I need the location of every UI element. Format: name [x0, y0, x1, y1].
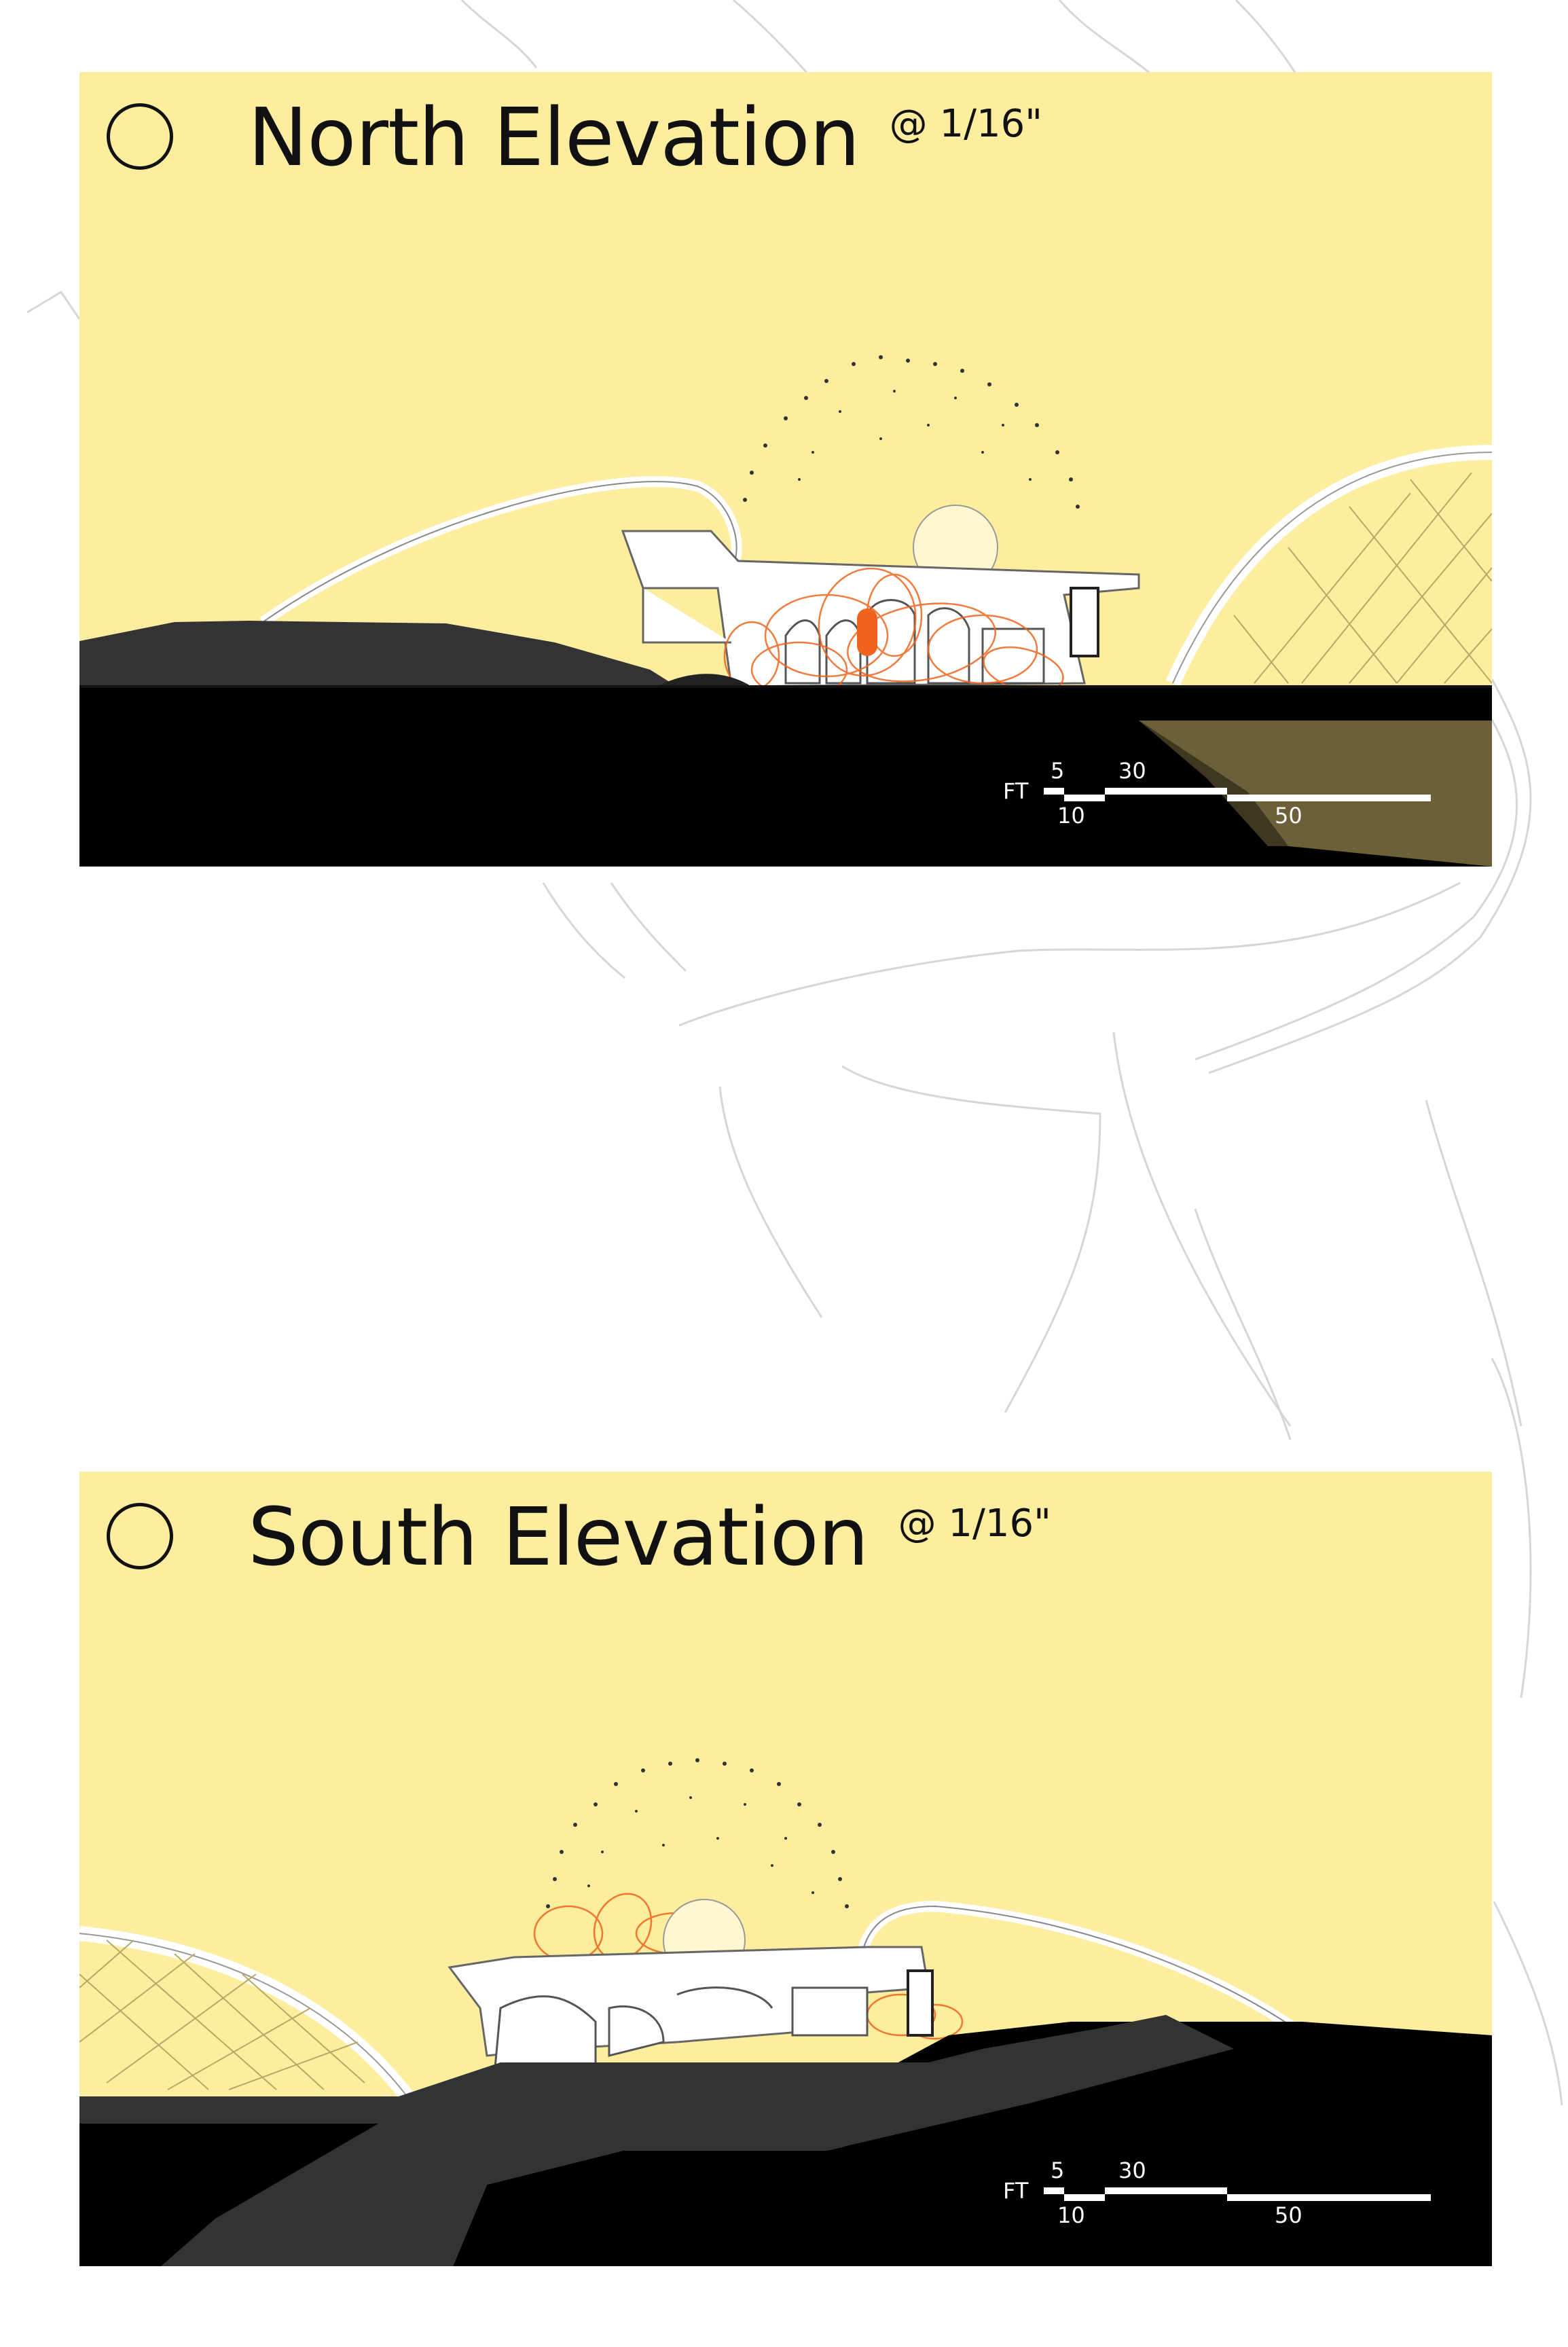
scale-bar-segment	[1044, 788, 1064, 795]
scale-bar-unit: FT	[1003, 2178, 1029, 2204]
building-mass	[621, 530, 1140, 688]
north-elevation-panel: North Elevation @ 1/16" FT 5 30 10 50	[79, 72, 1492, 867]
north-elevation-scale-note: @ 1/16"	[889, 102, 1042, 146]
circle-marker-icon	[107, 1503, 173, 1569]
north-elevation-title: North Elevation	[248, 90, 860, 184]
scale-bar-segment	[1105, 2187, 1227, 2194]
ground-band	[79, 2096, 419, 2124]
scale-bar-label-bottom: 10	[1057, 2202, 1085, 2228]
scale-bar-label-bottom: 50	[1275, 2202, 1302, 2228]
south-elevation-title: South Elevation	[248, 1490, 869, 1584]
scale-bar-segment	[1105, 788, 1227, 795]
dotted-dome	[546, 1758, 849, 1908]
scale-bar-label-bottom: 10	[1057, 803, 1085, 829]
north-elevation-header: North Elevation @ 1/16"	[107, 90, 1042, 198]
scale-bar-label-top: 30	[1118, 758, 1146, 784]
scale-bar-segment	[1064, 2194, 1105, 2201]
terrain-hill	[79, 621, 677, 687]
scale-bar-label-top: 5	[1051, 758, 1065, 784]
scale-bar-segment	[1227, 2194, 1431, 2201]
water-body	[1139, 721, 1492, 867]
dotted-dome	[743, 355, 1080, 509]
scale-bar-segment	[1044, 2187, 1064, 2194]
south-elevation-scale-note: @ 1/16"	[898, 1502, 1051, 1546]
south-elevation-panel: South Elevation @ 1/16" FT 5 30 10 50	[79, 1472, 1492, 2266]
south-elevation-header: South Elevation @ 1/16"	[107, 1489, 1051, 1598]
circle-marker-icon	[107, 103, 173, 170]
scale-bar-label-top: 5	[1051, 2158, 1065, 2183]
scale-bar-unit: FT	[1003, 778, 1029, 804]
lattice-arch-left	[79, 1926, 418, 2108]
lattice-arch-right	[1165, 445, 1492, 687]
building-mass	[432, 1946, 934, 2118]
scale-bar-segment	[1227, 795, 1431, 801]
scale-bar-label-bottom: 50	[1275, 803, 1302, 829]
south-elevation-drawing	[79, 1758, 1492, 2266]
north-scale-bar: FT 5 30 10 50	[1003, 758, 1451, 839]
south-scale-bar: FT 5 30 10 50	[1003, 2158, 1451, 2239]
terrain-front	[79, 2015, 1234, 2266]
orange-core	[857, 608, 877, 656]
north-elevation-drawing	[79, 355, 1492, 867]
scale-bar-segment	[1064, 795, 1105, 801]
scale-bar-label-top: 30	[1118, 2158, 1146, 2183]
